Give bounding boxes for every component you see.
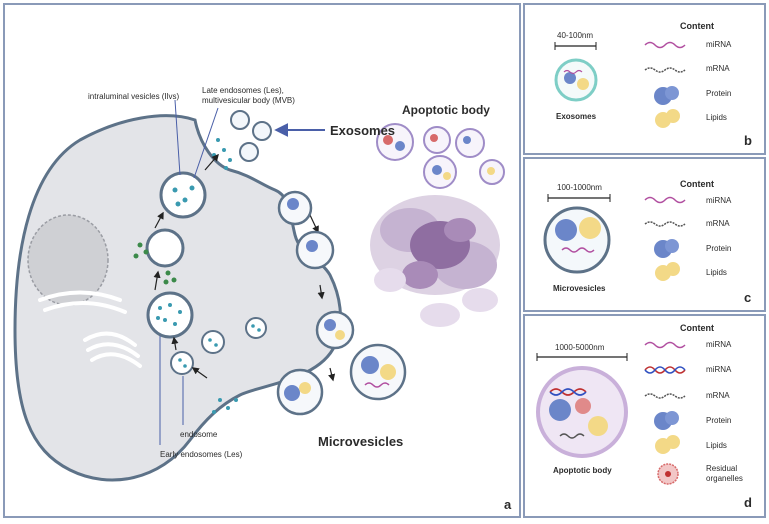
small-vesicle-1 bbox=[201, 330, 225, 354]
endosome-vesicle bbox=[170, 351, 194, 375]
panel-b-item: Protein bbox=[706, 89, 732, 98]
mvb-vesicle bbox=[159, 171, 207, 219]
endosome-label: endosome bbox=[180, 430, 218, 439]
panel-c-art bbox=[543, 194, 686, 281]
panel-b-size: 40-100nm bbox=[557, 31, 594, 40]
panel-d-item: Lipids bbox=[706, 441, 727, 450]
microvesicles-label: Microvesicles bbox=[318, 434, 404, 449]
panel-b-item: Lipids bbox=[706, 113, 727, 122]
pathway-arrows bbox=[153, 153, 336, 382]
early-endosome-vesicle bbox=[146, 291, 194, 339]
panel-c-size: 100-1000nm bbox=[557, 183, 602, 192]
exosome-2 bbox=[252, 121, 272, 141]
panel-c-letter: c bbox=[744, 290, 752, 305]
panel-d-content-header: Content bbox=[680, 323, 714, 333]
apoptotic-vesicles bbox=[376, 123, 505, 189]
exosome-1 bbox=[230, 110, 250, 130]
panel-d-name: Apoptotic body bbox=[553, 466, 612, 475]
panel-b-letter: b bbox=[744, 133, 752, 148]
small-vesicle-2 bbox=[245, 317, 267, 339]
panel-b-content-header: Content bbox=[680, 21, 714, 31]
panel-b-art bbox=[554, 41, 686, 128]
apoptotic-body-label: Apoptotic body bbox=[402, 103, 490, 117]
panel-c-content-header: Content bbox=[680, 179, 714, 189]
cell-vesicles bbox=[145, 110, 272, 375]
panel-d-item: organelles bbox=[706, 474, 743, 483]
late-endosome-label-2: multivesicular body (MVB) bbox=[202, 96, 295, 105]
panel-c-item: mRNA bbox=[706, 219, 730, 228]
label-lines bbox=[159, 99, 219, 445]
ilv-label: intraluminal vesicles (Ilvs) bbox=[88, 92, 180, 101]
apoptotic-body-cluster bbox=[370, 195, 500, 327]
panel-c-item: miRNA bbox=[706, 196, 732, 205]
panel-d-item: miRNA bbox=[706, 340, 732, 349]
exosomes-label: Exosomes bbox=[330, 123, 396, 138]
microvesicle-cargo bbox=[284, 198, 396, 401]
golgi bbox=[38, 290, 142, 368]
exosome-3 bbox=[239, 142, 259, 162]
panel-c-name: Microvesicles bbox=[553, 284, 606, 293]
early-endosome-label: Early endosomes (Les) bbox=[160, 450, 243, 459]
green-dots bbox=[133, 242, 177, 285]
panel-d-item: Residual bbox=[706, 464, 738, 473]
panel-d-letter: d bbox=[744, 495, 752, 510]
apoptotic-cargo bbox=[383, 134, 495, 180]
panel-a-letter: a bbox=[504, 497, 512, 512]
panel-d-item: mRNA bbox=[706, 391, 730, 400]
panel-b-item: mRNA bbox=[706, 64, 730, 73]
late-endosome-label-1: Late endosomes (Les), bbox=[202, 86, 284, 95]
panel-c-item: Protein bbox=[706, 244, 732, 253]
panel-d-art bbox=[536, 341, 686, 485]
panel-d-item: Protein bbox=[706, 416, 732, 425]
panel-c-item: Lipids bbox=[706, 268, 727, 277]
panel-d-size: 1000-5000nm bbox=[555, 343, 605, 352]
panel-d-item: miRNA bbox=[706, 365, 732, 374]
late-endosome-vesicle bbox=[145, 228, 185, 268]
panel-b-item: miRNA bbox=[706, 40, 732, 49]
panel-b-name: Exosomes bbox=[556, 112, 597, 121]
